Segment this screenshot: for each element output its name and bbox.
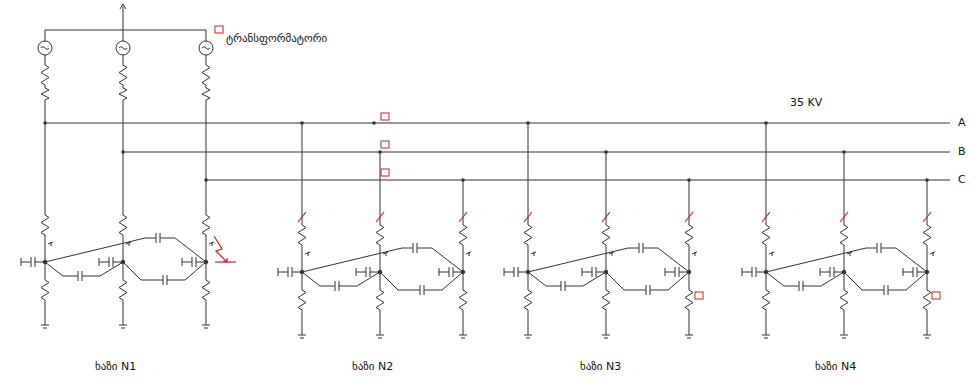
text-label: ხაზი N3	[580, 360, 621, 373]
text-label: B	[958, 145, 966, 158]
text-label: 35 KV	[790, 96, 822, 109]
text-label: ხაზი N4	[815, 360, 856, 373]
text-label: A	[958, 116, 966, 129]
text-label: ხაზი N2	[352, 360, 393, 373]
text-label: ტრანსფორმატორი	[226, 32, 327, 45]
text-label: ხაზი N1	[95, 360, 136, 373]
text-label: C	[958, 173, 966, 186]
